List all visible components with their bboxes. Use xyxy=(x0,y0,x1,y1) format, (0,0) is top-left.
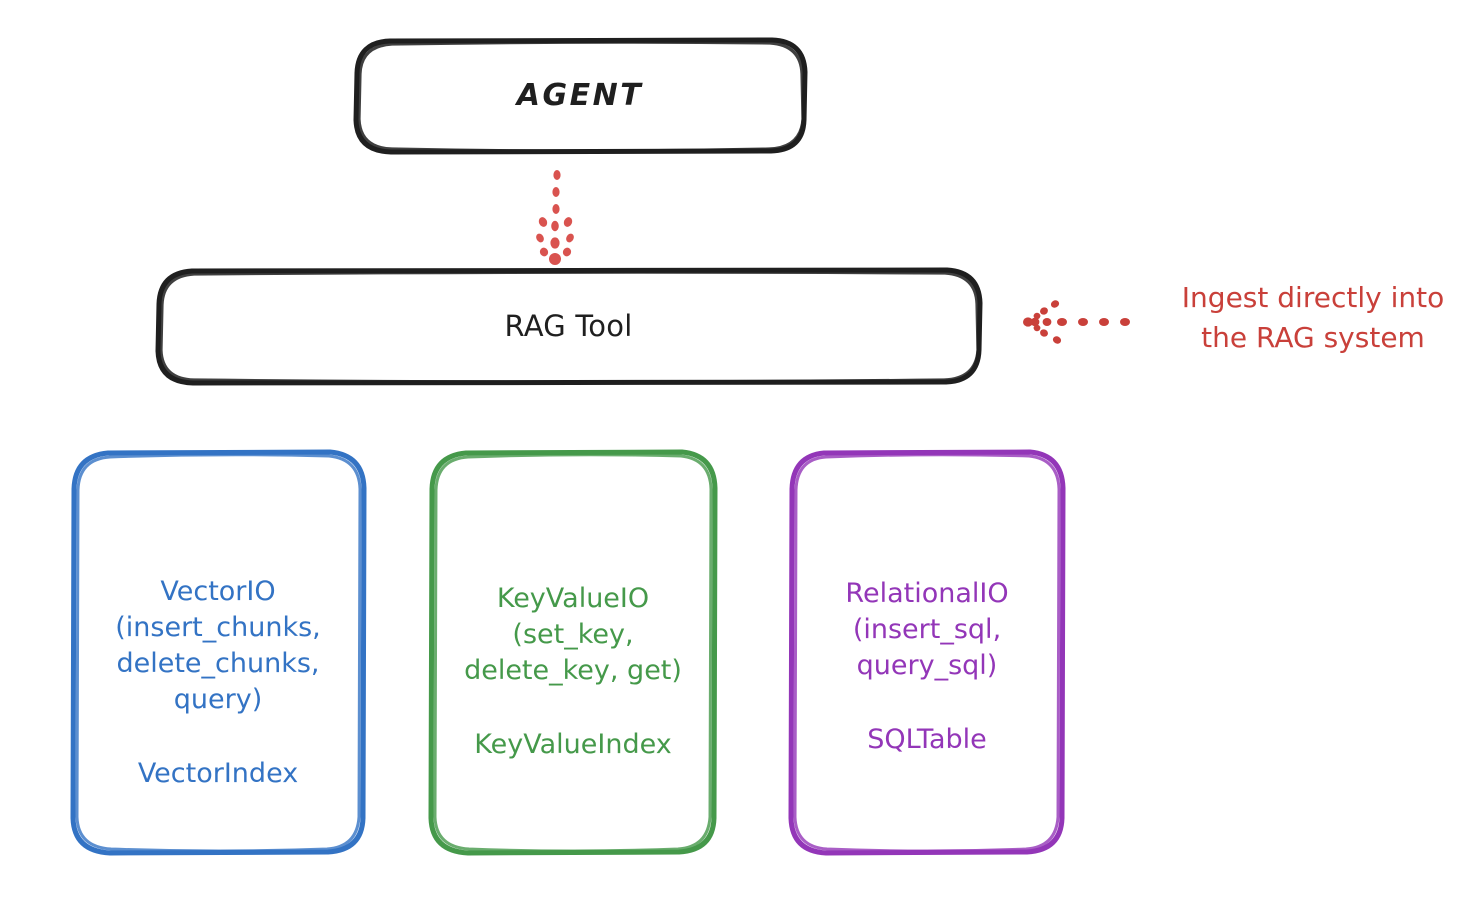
ingest-annotation-label: Ingest directly into the RAG system xyxy=(1181,281,1445,354)
vector-io-node: VectorIO (insert_chunks, delete_chunks, … xyxy=(72,452,364,852)
relational-io-node: RelationalIO (insert_sql, query_sql) SQL… xyxy=(790,452,1064,852)
agent-to-rag-connector xyxy=(536,170,574,265)
vector-io-implementation: VectorIndex xyxy=(137,757,299,789)
relational-io-signature: RelationalIO (insert_sql, query_sql) xyxy=(845,578,1009,681)
rag-tool-node-label: RAG Tool xyxy=(504,308,633,343)
key-value-io-implementation: KeyValueIndex xyxy=(474,728,672,760)
relational-io-implementation: SQLTable xyxy=(867,723,987,755)
key-value-io-node: KeyValueIO (set_key, delete_key, get) Ke… xyxy=(430,452,716,852)
agent-node-label: AGENT xyxy=(516,77,644,113)
vector-io-signature: VectorIO (insert_chunks, delete_chunks, … xyxy=(115,576,321,715)
key-value-io-signature: KeyValueIO (set_key, delete_key, get) xyxy=(464,583,682,686)
ingest-to-rag-connector xyxy=(1023,300,1130,344)
